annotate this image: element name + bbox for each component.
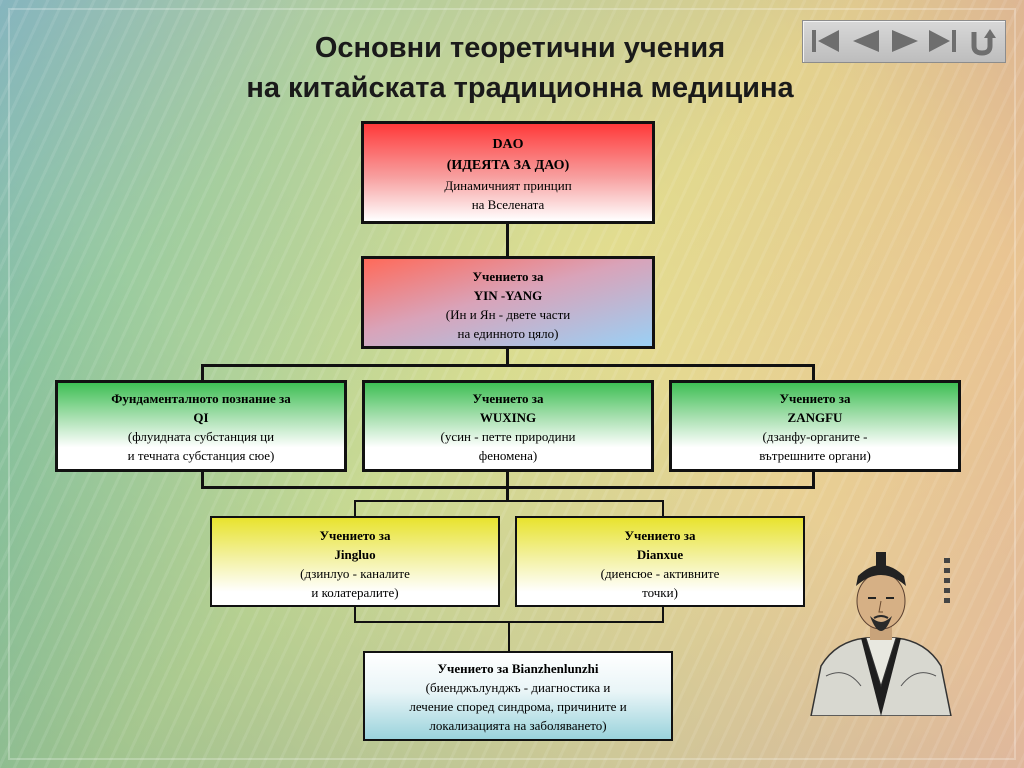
bianzheng-heading: Учението за Bianzhenlunzhi <box>437 661 599 676</box>
connector-to-bottom <box>508 621 510 651</box>
zangfu-description-1: (дзанфу-органите - <box>762 429 868 444</box>
arrow-right-icon <box>892 30 918 52</box>
arrow-left-icon <box>853 30 879 52</box>
jingluo-description-2: и колатералите) <box>311 585 399 600</box>
dianxue-box: Учението за Dianxue (диенсюе - активните… <box>515 516 805 607</box>
slide-navigation <box>802 20 1006 63</box>
connector-dao-yinyang <box>506 224 509 256</box>
yinyang-heading: Учението за <box>472 269 544 284</box>
connector-dianxue-down <box>662 607 664 623</box>
last-slide-button[interactable] <box>925 24 961 58</box>
connector-jingluo-up <box>354 500 356 516</box>
qi-description-2: и течната субстанция сюе) <box>127 448 275 463</box>
jingluo-description-1: (дзинлуо - каналите <box>300 566 410 581</box>
wuxing-box: Учението за WUXING (усин - петте природи… <box>362 380 654 472</box>
zangfu-box: Учението за ZANGFU (дзанфу-органите - въ… <box>669 380 961 472</box>
return-arrow-icon <box>971 29 996 56</box>
zangfu-label: ZANGFU <box>787 410 843 425</box>
wuxing-description-1: (усин - петте природини <box>440 429 576 444</box>
zangfu-description-2: вътрешните органи) <box>759 448 871 463</box>
connector-left-down <box>201 472 204 488</box>
connector-right-down <box>812 472 815 488</box>
qi-label: QI <box>193 410 209 425</box>
connector-center-to-row3 <box>506 472 509 502</box>
bianzheng-description-3: локализацията на заболяването) <box>429 718 607 733</box>
dao-description-1: Динамичният принцип <box>444 178 572 193</box>
connector-row2-top <box>201 364 815 367</box>
connector-left-up <box>201 364 204 380</box>
zangfu-heading: Учението за <box>779 391 851 406</box>
bianzheng-description-2: лечение според синдрома, причините и <box>409 699 627 714</box>
first-slide-button[interactable] <box>807 24 843 58</box>
dao-box: DAO (ИДЕЯТА ЗА ДАО) Динамичният принцип … <box>361 121 655 224</box>
jingluo-box: Учението за Jingluo (дзинлуо - каналите … <box>210 516 500 607</box>
connector-dianxue-up <box>662 500 664 516</box>
jingluo-heading: Учението за <box>319 528 391 543</box>
qi-heading: Фундаменталното познание за <box>111 391 291 406</box>
dianxue-description-2: точки) <box>642 585 678 600</box>
title-line-1: Основни теоретични учения <box>314 32 726 64</box>
bianzheng-box: Учението за Bianzhenlunzhi (биенджълундж… <box>363 651 673 741</box>
connector-jingluo-down <box>354 607 356 623</box>
dao-description-2: на Вселената <box>471 197 545 212</box>
dianxue-heading: Учението за <box>624 528 696 543</box>
skip-forward-icon <box>929 30 956 52</box>
jingluo-label: Jingluo <box>334 547 376 562</box>
wuxing-description-2: феномена) <box>478 448 538 463</box>
qi-box: Фундаменталното познание за QI (флуиднат… <box>55 380 347 472</box>
yinyang-description-2: на единното цяло) <box>457 326 559 341</box>
page-title: Основни теоретични учения на китайската … <box>140 28 900 108</box>
bianzheng-description-1: (биенджълунджъ - диагностика и <box>425 680 611 695</box>
title-line-2: на китайската традиционна медицина <box>246 72 794 104</box>
yinyang-label: YIN -YANG <box>473 288 543 303</box>
connector-yinyang-down <box>506 349 509 365</box>
dao-label: DAO <box>492 137 524 152</box>
dianxue-description-1: (диенсюе - активните <box>600 566 720 581</box>
yinyang-box: Учението за YIN -YANG (Ин и Ян - двете ч… <box>361 256 655 349</box>
qi-description-1: (флуидната субстанция ци <box>127 429 275 444</box>
scholar-portrait-image <box>810 552 952 716</box>
wuxing-heading: Учението за <box>472 391 544 406</box>
wuxing-label: WUXING <box>479 410 537 425</box>
connector-right-up <box>812 364 815 380</box>
skip-back-icon <box>812 30 839 52</box>
return-button[interactable] <box>965 24 1001 58</box>
connector-row3-top <box>354 500 664 502</box>
previous-slide-button[interactable] <box>847 24 883 58</box>
calligraphy-mark <box>944 558 950 603</box>
dao-subtitle: (ИДЕЯТА ЗА ДАО) <box>446 158 570 173</box>
dianxue-label: Dianxue <box>636 547 684 562</box>
next-slide-button[interactable] <box>887 24 923 58</box>
yinyang-description-1: (Ин и Ян - двете части <box>445 307 571 322</box>
